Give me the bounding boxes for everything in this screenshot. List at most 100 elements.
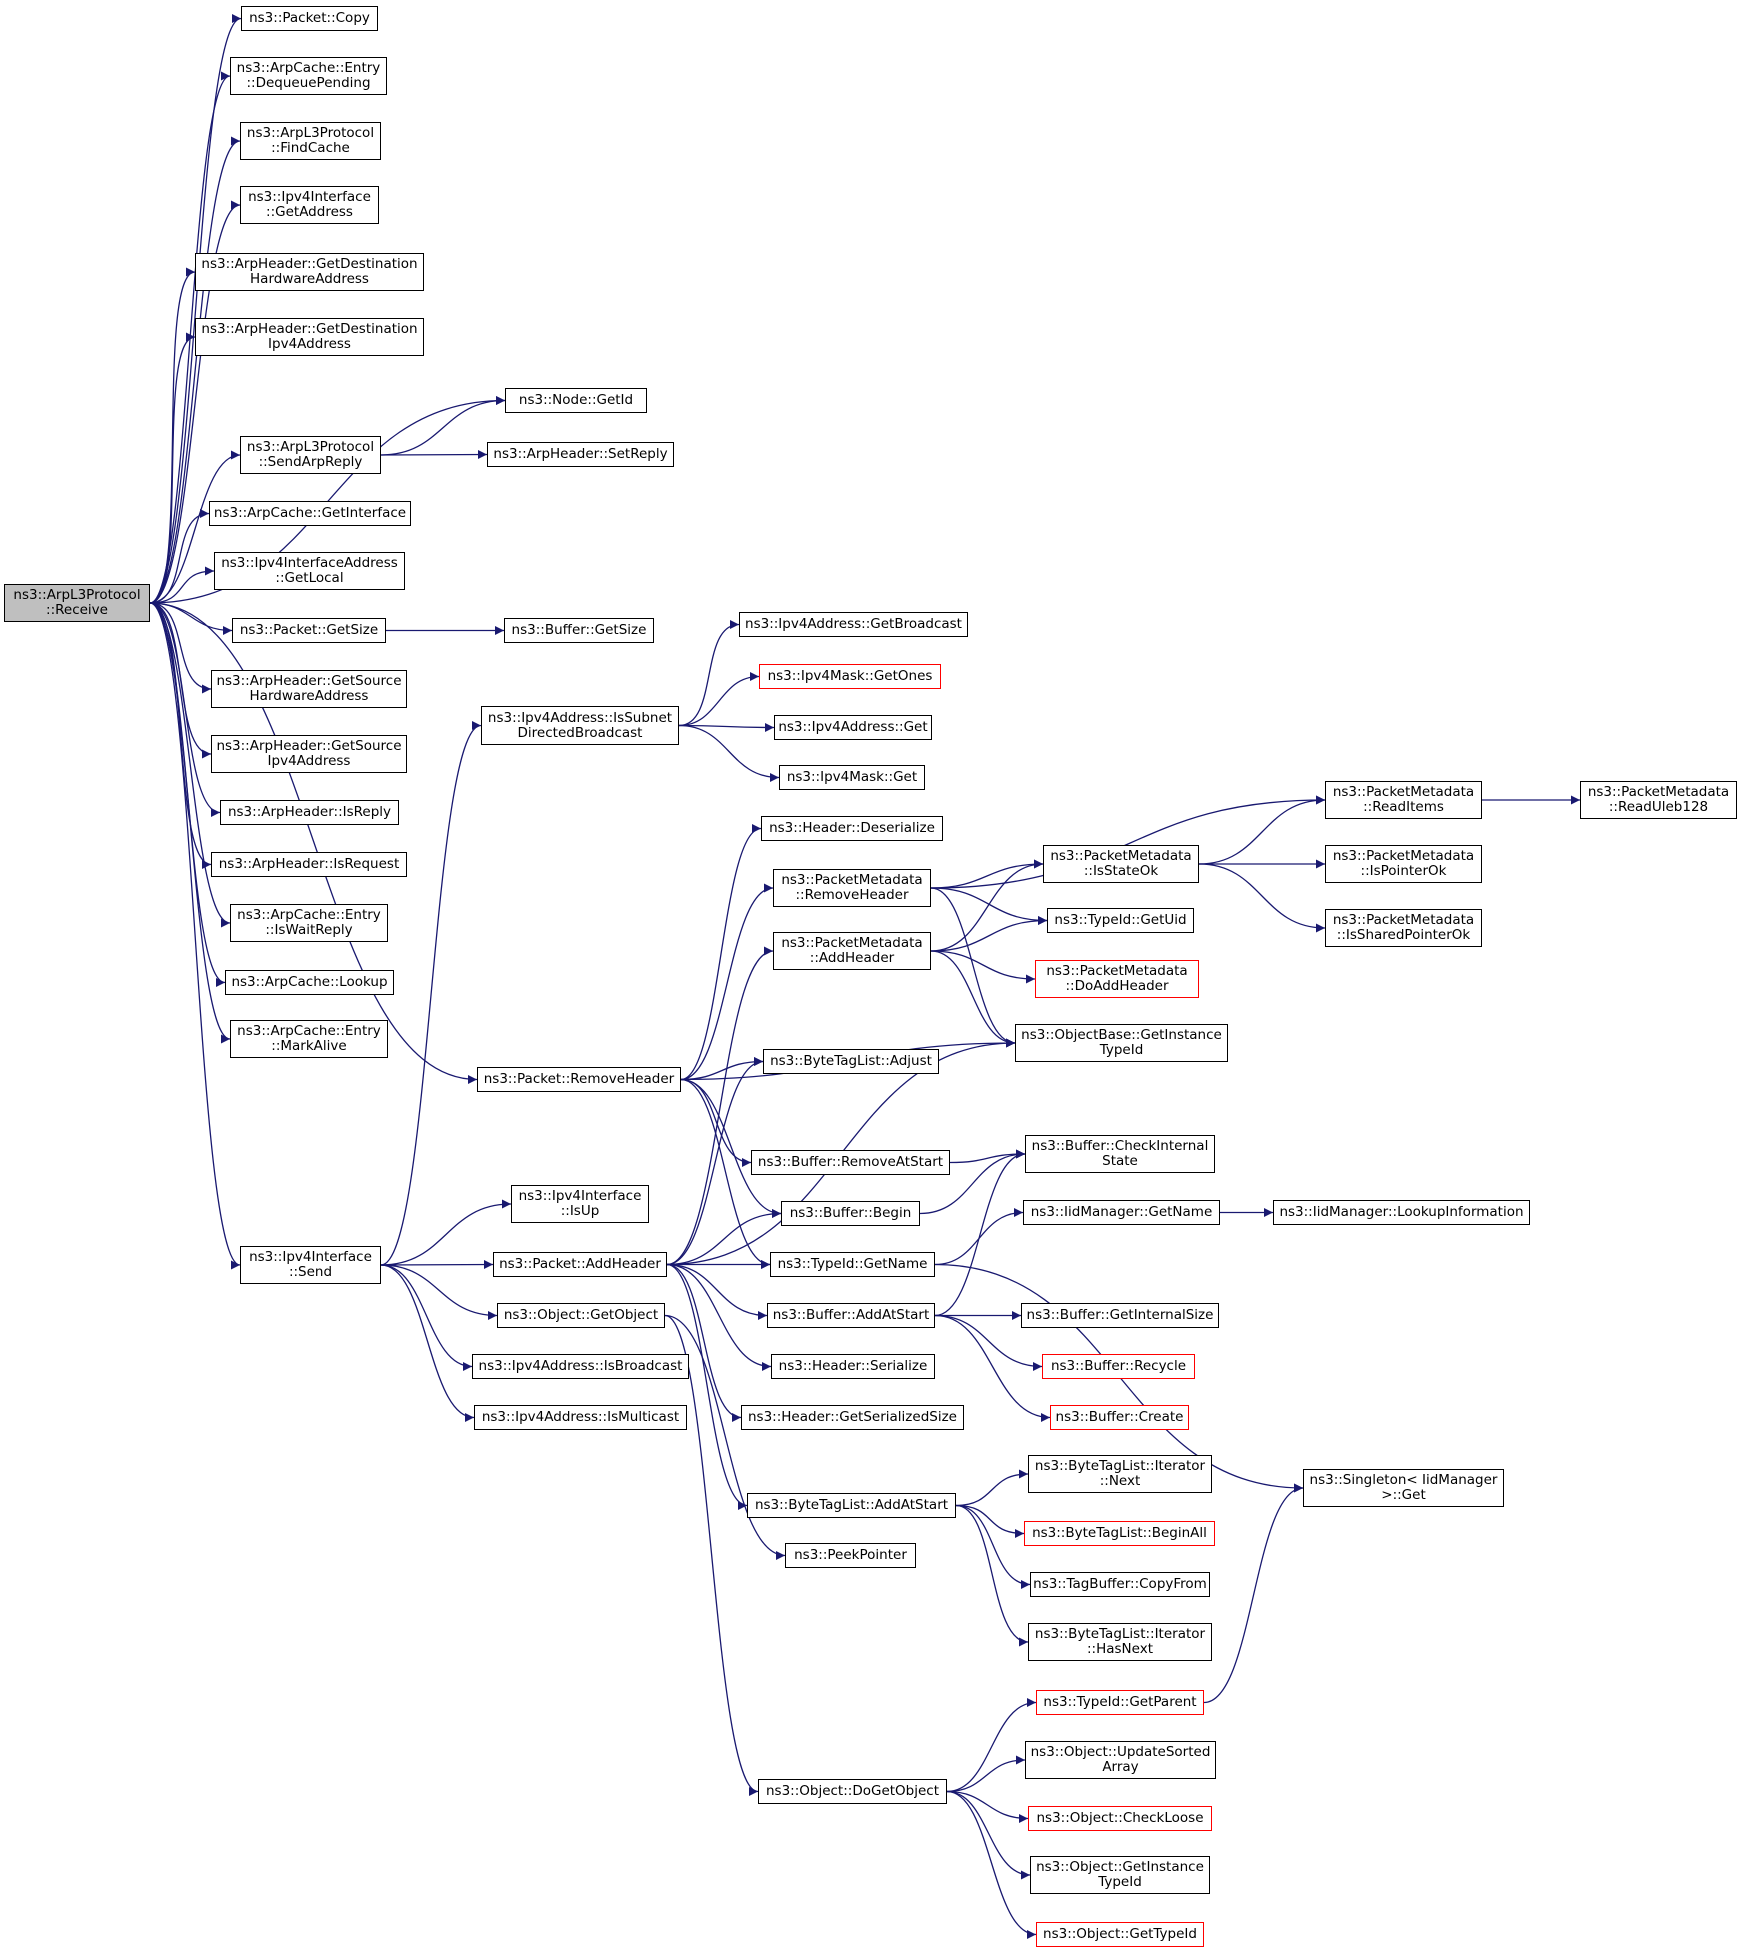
node-pm-issharedptrok[interactable]: ns3::PacketMetadata::IsSharedPointerOk	[1325, 909, 1482, 947]
edge-packet-removeheader-to-header-deserialize	[680, 824, 762, 1081]
node-label-line: ns3::Packet::RemoveHeader	[483, 1071, 675, 1087]
node-label-line: ::GetAddress	[266, 204, 353, 220]
node-ifaddr-getlocal[interactable]: ns3::Ipv4InterfaceAddress::GetLocal	[214, 552, 405, 590]
node-label-line: ns3::Object::GetObject	[503, 1307, 659, 1323]
node-header-deserialize[interactable]: ns3::Header::Deserialize	[761, 816, 943, 841]
node-is-wait-reply[interactable]: ns3::ArpCache::Entry::IsWaitReply	[230, 904, 388, 942]
node-label-line: >::Get	[1381, 1487, 1426, 1503]
node-pm-ispointerok[interactable]: ns3::PacketMetadata::IsPointerOk	[1325, 845, 1482, 883]
node-ipv4if-send[interactable]: ns3::Ipv4Interface::Send	[240, 1246, 381, 1284]
node-ipv4addr-ismulticast[interactable]: ns3::Ipv4Address::IsMulticast	[474, 1405, 687, 1430]
node-pm-doaddheader[interactable]: ns3::PacketMetadata::DoAddHeader	[1035, 960, 1199, 998]
edge-object-dogetobject-to-object-getinstancetypeid	[946, 1790, 1031, 1880]
node-mark-alive[interactable]: ns3::ArpCache::Entry::MarkAlive	[230, 1020, 388, 1058]
node-set-reply[interactable]: ns3::ArpHeader::SetReply	[487, 442, 674, 467]
node-header-getserialsize[interactable]: ns3::Header::GetSerializedSize	[741, 1405, 964, 1430]
node-label-line: ns3::Object::DoGetObject	[765, 1783, 940, 1799]
node-label-line: ns3::Ipv4Address::IsBroadcast	[478, 1358, 683, 1374]
node-label-line: ::GetLocal	[275, 570, 344, 586]
node-label-line: ns3::TagBuffer::CopyFrom	[1033, 1576, 1207, 1592]
node-label-line: HardwareAddress	[250, 271, 369, 287]
edge-object-dogetobject-to-typeid-getparent	[946, 1698, 1037, 1793]
node-packet-getsize[interactable]: ns3::Packet::GetSize	[232, 618, 386, 643]
node-tagbuffer-copyfrom[interactable]: ns3::TagBuffer::CopyFrom	[1030, 1572, 1210, 1597]
node-label-line: ns3::ByteTagList::Iterator	[1034, 1458, 1206, 1474]
node-ipv4mask-getones[interactable]: ns3::Ipv4Mask::GetOnes	[759, 664, 941, 689]
node-object-dogetobject[interactable]: ns3::Object::DoGetObject	[758, 1779, 947, 1804]
node-is-request[interactable]: ns3::ArpHeader::IsRequest	[211, 852, 407, 877]
node-buffer-removeatstart[interactable]: ns3::Buffer::RemoveAtStart	[751, 1150, 950, 1175]
node-label-line: ::RemoveHeader	[795, 887, 909, 903]
node-dequeue-pending[interactable]: ns3::ArpCache::Entry::DequeuePending	[230, 57, 387, 95]
node-is-reply[interactable]: ns3::ArpHeader::IsReply	[220, 800, 399, 825]
node-iid-getname[interactable]: ns3::IidManager::GetName	[1023, 1200, 1220, 1225]
node-ipv4addr-isbroadcast[interactable]: ns3::Ipv4Address::IsBroadcast	[472, 1354, 689, 1379]
node-pm-isstateok[interactable]: ns3::PacketMetadata::IsStateOk	[1043, 845, 1199, 883]
node-label-line: ns3::ArpHeader::GetDestination	[201, 256, 418, 272]
node-label-line: ns3::PacketMetadata	[1332, 848, 1475, 864]
node-packet-addheader[interactable]: ns3::Packet::AddHeader	[493, 1252, 667, 1277]
node-arpcache-lookup[interactable]: ns3::ArpCache::Lookup	[225, 970, 394, 995]
node-buffer-getinternalsize[interactable]: ns3::Buffer::GetInternalSize	[1021, 1303, 1219, 1328]
node-typeid-getname[interactable]: ns3::TypeId::GetName	[770, 1252, 935, 1277]
node-pm-readuleb[interactable]: ns3::PacketMetadata::ReadUleb128	[1580, 781, 1737, 819]
node-object-gettypeid[interactable]: ns3::Object::GetTypeId	[1036, 1922, 1204, 1947]
edge-packet-removeheader-to-buffer-removeatstart	[680, 1078, 752, 1167]
node-buffer-getsize[interactable]: ns3::Buffer::GetSize	[504, 618, 654, 643]
node-btl-iter-next[interactable]: ns3::ByteTagList::Iterator::Next	[1028, 1455, 1212, 1493]
node-buffer-recycle[interactable]: ns3::Buffer::Recycle	[1042, 1354, 1195, 1379]
node-btl-beginall[interactable]: ns3::ByteTagList::BeginAll	[1024, 1521, 1215, 1546]
node-label-line: ns3::IidManager::LookupInformation	[1279, 1204, 1524, 1220]
edge-receive-to-is-reply	[149, 602, 221, 817]
node-ipv4if-isup[interactable]: ns3::Ipv4Interface::IsUp	[511, 1185, 649, 1223]
node-btl-addatstart[interactable]: ns3::ByteTagList::AddAtStart	[747, 1493, 956, 1518]
edge-receive-to-is-wait-reply	[149, 602, 231, 928]
edge-object-dogetobject-to-object-updatesorted	[946, 1755, 1026, 1793]
node-btl-iter-hasnext[interactable]: ns3::ByteTagList::Iterator::HasNext	[1028, 1623, 1212, 1661]
node-peekpointer[interactable]: ns3::PeekPointer	[785, 1543, 916, 1568]
node-btl-adjust[interactable]: ns3::ByteTagList::Adjust	[763, 1049, 939, 1074]
node-object-checkloose[interactable]: ns3::Object::CheckLoose	[1028, 1806, 1212, 1831]
node-node-getid[interactable]: ns3::Node::GetId	[505, 388, 647, 413]
node-singleton-iid-get[interactable]: ns3::Singleton< IidManager >::Get	[1303, 1469, 1504, 1507]
node-ipv4addr-get-broadcast[interactable]: ns3::Ipv4Address::GetBroadcast	[739, 612, 968, 637]
node-iid-lookupinfo[interactable]: ns3::IidManager::LookupInformation	[1273, 1200, 1530, 1225]
node-packet-copy[interactable]: ns3::Packet::Copy	[241, 6, 378, 31]
node-pm-removeheader[interactable]: ns3::PacketMetadata::RemoveHeader	[773, 869, 931, 907]
node-send-arp-reply[interactable]: ns3::ArpL3Protocol::SendArpReply	[240, 436, 381, 474]
edge-packet-addheader-to-pm-addheader	[666, 946, 774, 1266]
node-ipv4mask-get[interactable]: ns3::Ipv4Mask::Get	[779, 765, 925, 790]
node-pm-addheader[interactable]: ns3::PacketMetadata::AddHeader	[773, 932, 931, 970]
node-label-line: ::ReadUleb128	[1608, 799, 1709, 815]
node-ipv4addr-get[interactable]: ns3::Ipv4Address::Get	[774, 715, 932, 740]
edge-packet-removeheader-to-buffer-begin	[680, 1078, 782, 1218]
node-label-line: ns3::Object::GetTypeId	[1043, 1926, 1197, 1942]
node-arpcache-getinterface[interactable]: ns3::ArpCache::GetInterface	[209, 501, 411, 526]
node-buffer-addatstart[interactable]: ns3::Buffer::AddAtStart	[767, 1303, 935, 1328]
node-label-line: ns3::ByteTagList::Adjust	[770, 1053, 932, 1069]
edge-packet-addheader-to-buffer-addatstart	[666, 1263, 768, 1320]
node-buffer-begin[interactable]: ns3::Buffer::Begin	[781, 1201, 920, 1226]
node-object-getobject[interactable]: ns3::Object::GetObject	[497, 1303, 665, 1328]
node-buffer-create[interactable]: ns3::Buffer::Create	[1050, 1405, 1189, 1430]
node-pm-readitems[interactable]: ns3::PacketMetadata::ReadItems	[1325, 781, 1482, 819]
node-typeid-getparent[interactable]: ns3::TypeId::GetParent	[1036, 1690, 1204, 1715]
node-packet-removeheader[interactable]: ns3::Packet::RemoveHeader	[477, 1067, 681, 1092]
node-typeid-getuid[interactable]: ns3::TypeId::GetUid	[1047, 908, 1194, 933]
node-header-serialize[interactable]: ns3::Header::Serialize	[771, 1354, 935, 1379]
node-find-cache[interactable]: ns3::ArpL3Protocol::FindCache	[240, 122, 381, 160]
edge-send-arp-reply-to-node-getid	[380, 396, 506, 456]
node-label-line: ns3::Ipv4Address::IsMulticast	[481, 1409, 680, 1425]
node-ipv4if-getaddress[interactable]: ns3::Ipv4Interface::GetAddress	[240, 186, 379, 224]
edge-ipv4if-send-to-packet-addheader	[380, 1260, 494, 1270]
